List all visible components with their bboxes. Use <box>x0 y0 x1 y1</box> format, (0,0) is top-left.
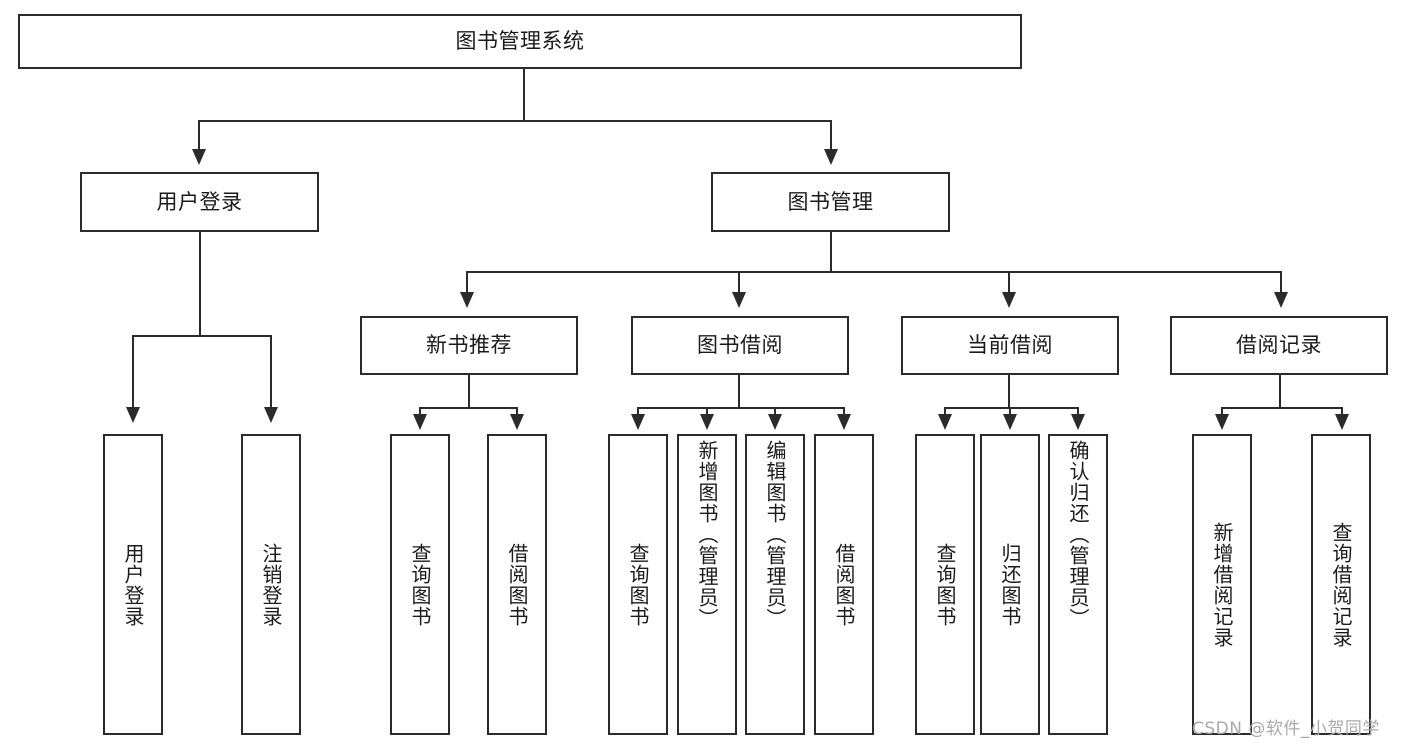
node-book-management[interactable]: 图书管理 <box>711 172 950 232</box>
leaf-logout-label: 注销登录 <box>259 542 283 627</box>
leaf-query-book-recommend-label: 查询图书 <box>408 542 432 627</box>
connector-root-stem <box>523 69 525 121</box>
leaf-logout[interactable]: 注销登录 <box>241 434 301 735</box>
leaf-query-book-borrow-label: 查询图书 <box>626 542 650 627</box>
leaf-query-book-borrow[interactable]: 查询图书 <box>608 434 668 735</box>
leaf-return-book-label: 归还图书 <box>998 542 1022 627</box>
connector-to-book-management <box>830 120 832 150</box>
leaf-borrow-book-recommend-label: 借阅图书 <box>505 542 529 627</box>
connector-user-login-bar <box>132 335 270 337</box>
connector-new-book-stem <box>468 375 470 408</box>
arrowhead-leaf-query-record <box>1335 414 1349 430</box>
leaf-borrow-book-label: 借阅图书 <box>832 542 856 627</box>
leaf-edit-book-admin[interactable]: 编辑图书（管理员） <box>745 434 805 735</box>
leaf-query-book-current[interactable]: 查询图书 <box>915 434 975 735</box>
leaf-edit-book-admin-label: 编辑图书（管理员） <box>763 440 787 629</box>
leaf-query-book-current-label: 查询图书 <box>933 542 957 627</box>
connector-book-borrow-drop-2 <box>706 407 708 419</box>
leaf-user-login[interactable]: 用户登录 <box>103 434 163 735</box>
csdn-watermark: CSDN @软件_小贺同学 <box>1192 719 1380 739</box>
node-user-login-label: 用户登录 <box>156 189 243 214</box>
arrowhead-leaf-add-book <box>700 414 714 430</box>
arrowhead-leaf-return-book <box>1003 414 1017 430</box>
node-book-borrow[interactable]: 图书借阅 <box>631 316 849 375</box>
connector-to-current-borrow <box>1008 271 1010 293</box>
arrowhead-book-management <box>824 149 838 165</box>
connector-to-user-login <box>198 120 200 150</box>
node-root-book-management-system[interactable]: 图书管理系统 <box>18 14 1022 69</box>
arrowhead-leaf-logout <box>264 407 278 423</box>
arrowhead-borrow-records <box>1274 292 1288 308</box>
arrowhead-leaf-query-book-3 <box>938 414 952 430</box>
connector-book-borrow-drop-1 <box>637 407 639 419</box>
node-borrow-records[interactable]: 借阅记录 <box>1170 316 1388 375</box>
arrowhead-book-borrow <box>732 292 746 308</box>
leaf-query-borrow-record-label: 查询借阅记录 <box>1329 521 1353 648</box>
arrowhead-leaf-borrow-book-2 <box>837 414 851 430</box>
connector-book-management-stem <box>830 232 832 272</box>
arrowhead-leaf-confirm-return <box>1071 414 1085 430</box>
leaf-query-borrow-record[interactable]: 查询借阅记录 <box>1311 434 1371 735</box>
node-user-login[interactable]: 用户登录 <box>80 172 319 232</box>
arrowhead-current-borrow <box>1002 292 1016 308</box>
arrowhead-leaf-user-login <box>126 407 140 423</box>
connector-borrow-records-drop-2 <box>1341 407 1343 419</box>
arrowhead-leaf-query-book-2 <box>631 414 645 430</box>
node-new-book-recommend[interactable]: 新书推荐 <box>360 316 578 375</box>
arrowhead-leaf-borrow-book-1 <box>510 414 524 430</box>
leaf-query-book-recommend[interactable]: 查询图书 <box>390 434 450 735</box>
leaf-add-book-admin-label: 新增图书（管理员） <box>695 440 719 629</box>
connector-current-borrow-stem <box>1008 375 1010 408</box>
connector-level2-bar <box>466 271 1280 273</box>
connector-book-borrow-bar <box>637 407 843 409</box>
leaf-add-borrow-record[interactable]: 新增借阅记录 <box>1192 434 1252 735</box>
connector-new-book-bar <box>419 407 516 409</box>
leaf-borrow-book[interactable]: 借阅图书 <box>814 434 874 735</box>
leaf-user-login-label: 用户登录 <box>121 542 145 627</box>
connector-borrow-records-stem <box>1279 375 1281 408</box>
connector-new-book-drop-1 <box>419 407 421 419</box>
connector-current-borrow-drop-1 <box>944 407 946 419</box>
arrowhead-leaf-edit-book <box>768 414 782 430</box>
arrowhead-leaf-add-record <box>1215 414 1229 430</box>
connector-current-borrow-drop-3 <box>1077 407 1079 419</box>
node-root-label: 图书管理系统 <box>455 29 585 54</box>
connector-borrow-records-bar <box>1221 407 1341 409</box>
arrowhead-user-login <box>192 149 206 165</box>
connector-book-borrow-stem <box>738 375 740 408</box>
leaf-add-borrow-record-label: 新增借阅记录 <box>1210 521 1234 648</box>
connector-new-book-drop-2 <box>516 407 518 419</box>
node-book-borrow-label: 图书借阅 <box>697 333 783 358</box>
connector-to-new-book <box>466 271 468 293</box>
connector-user-login-drop-1 <box>132 335 134 408</box>
connector-user-login-stem <box>199 232 201 336</box>
connector-book-borrow-drop-3 <box>774 407 776 419</box>
connector-current-borrow-drop-2 <box>1009 407 1011 419</box>
leaf-add-book-admin[interactable]: 新增图书（管理员） <box>677 434 737 735</box>
connector-user-login-drop-2 <box>270 335 272 408</box>
leaf-borrow-book-recommend[interactable]: 借阅图书 <box>487 434 547 735</box>
leaf-confirm-return-admin[interactable]: 确认归还（管理员） <box>1048 434 1108 735</box>
connector-book-borrow-drop-4 <box>843 407 845 419</box>
node-new-book-recommend-label: 新书推荐 <box>426 333 512 358</box>
connector-to-borrow-records <box>1280 271 1282 293</box>
node-borrow-records-label: 借阅记录 <box>1236 333 1322 358</box>
leaf-confirm-return-admin-label: 确认归还（管理员） <box>1066 440 1090 629</box>
leaf-return-book[interactable]: 归还图书 <box>980 434 1040 735</box>
node-book-management-label: 图书管理 <box>787 189 874 214</box>
arrowhead-new-book-recommend <box>460 292 474 308</box>
connector-borrow-records-drop-1 <box>1221 407 1223 419</box>
connector-to-book-borrow <box>738 271 740 293</box>
connector-level1-bar <box>198 120 832 122</box>
node-current-borrow[interactable]: 当前借阅 <box>901 316 1119 375</box>
arrowhead-leaf-query-book-1 <box>413 414 427 430</box>
node-current-borrow-label: 当前借阅 <box>967 333 1053 358</box>
